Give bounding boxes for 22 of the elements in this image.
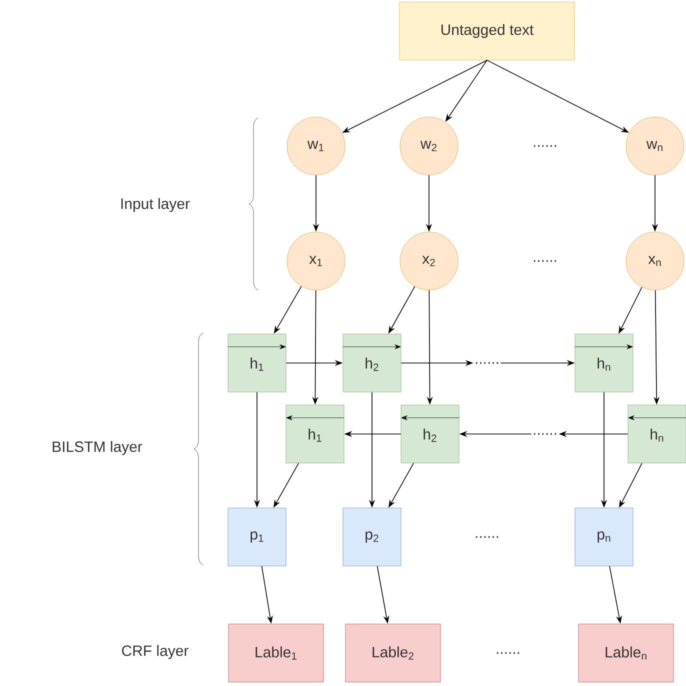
label-box: Lable$_{n}$ — [578, 624, 674, 682]
lstm-cell: h$_{1}$ — [286, 404, 344, 464]
ellipsis-text: ...... — [534, 433, 556, 435]
text-box: Untagged text — [399, 2, 575, 60]
output-box: p$_{2}$ — [342, 508, 402, 566]
lstm-cell: h$_{1}$ — [228, 334, 286, 392]
layer-label: BILSTM layer — [52, 441, 142, 455]
layer-label: CRF layer — [122, 645, 188, 659]
ellipsis-text: ...... — [496, 652, 520, 654]
ellipsis-text: ...... — [534, 145, 556, 147]
lstm-cell: h$_{n}$ — [574, 334, 634, 392]
layer-label: Input layer — [121, 198, 190, 212]
ellipsis-text: ...... — [534, 260, 556, 262]
output-box: p$_{n}$ — [574, 508, 634, 566]
lstm-cell: h$_{n}$ — [628, 404, 686, 464]
ellipsis-text: ...... — [476, 536, 498, 538]
lstm-cell: h$_{2}$ — [400, 404, 460, 464]
ellipsis-text: ...... — [476, 362, 498, 364]
label-box: Lable$_{2}$ — [345, 624, 441, 682]
output-box: p$_{1}$ — [228, 508, 286, 566]
label-box: Lable$_{1}$ — [228, 624, 324, 682]
lstm-cell: h$_{2}$ — [342, 334, 402, 392]
